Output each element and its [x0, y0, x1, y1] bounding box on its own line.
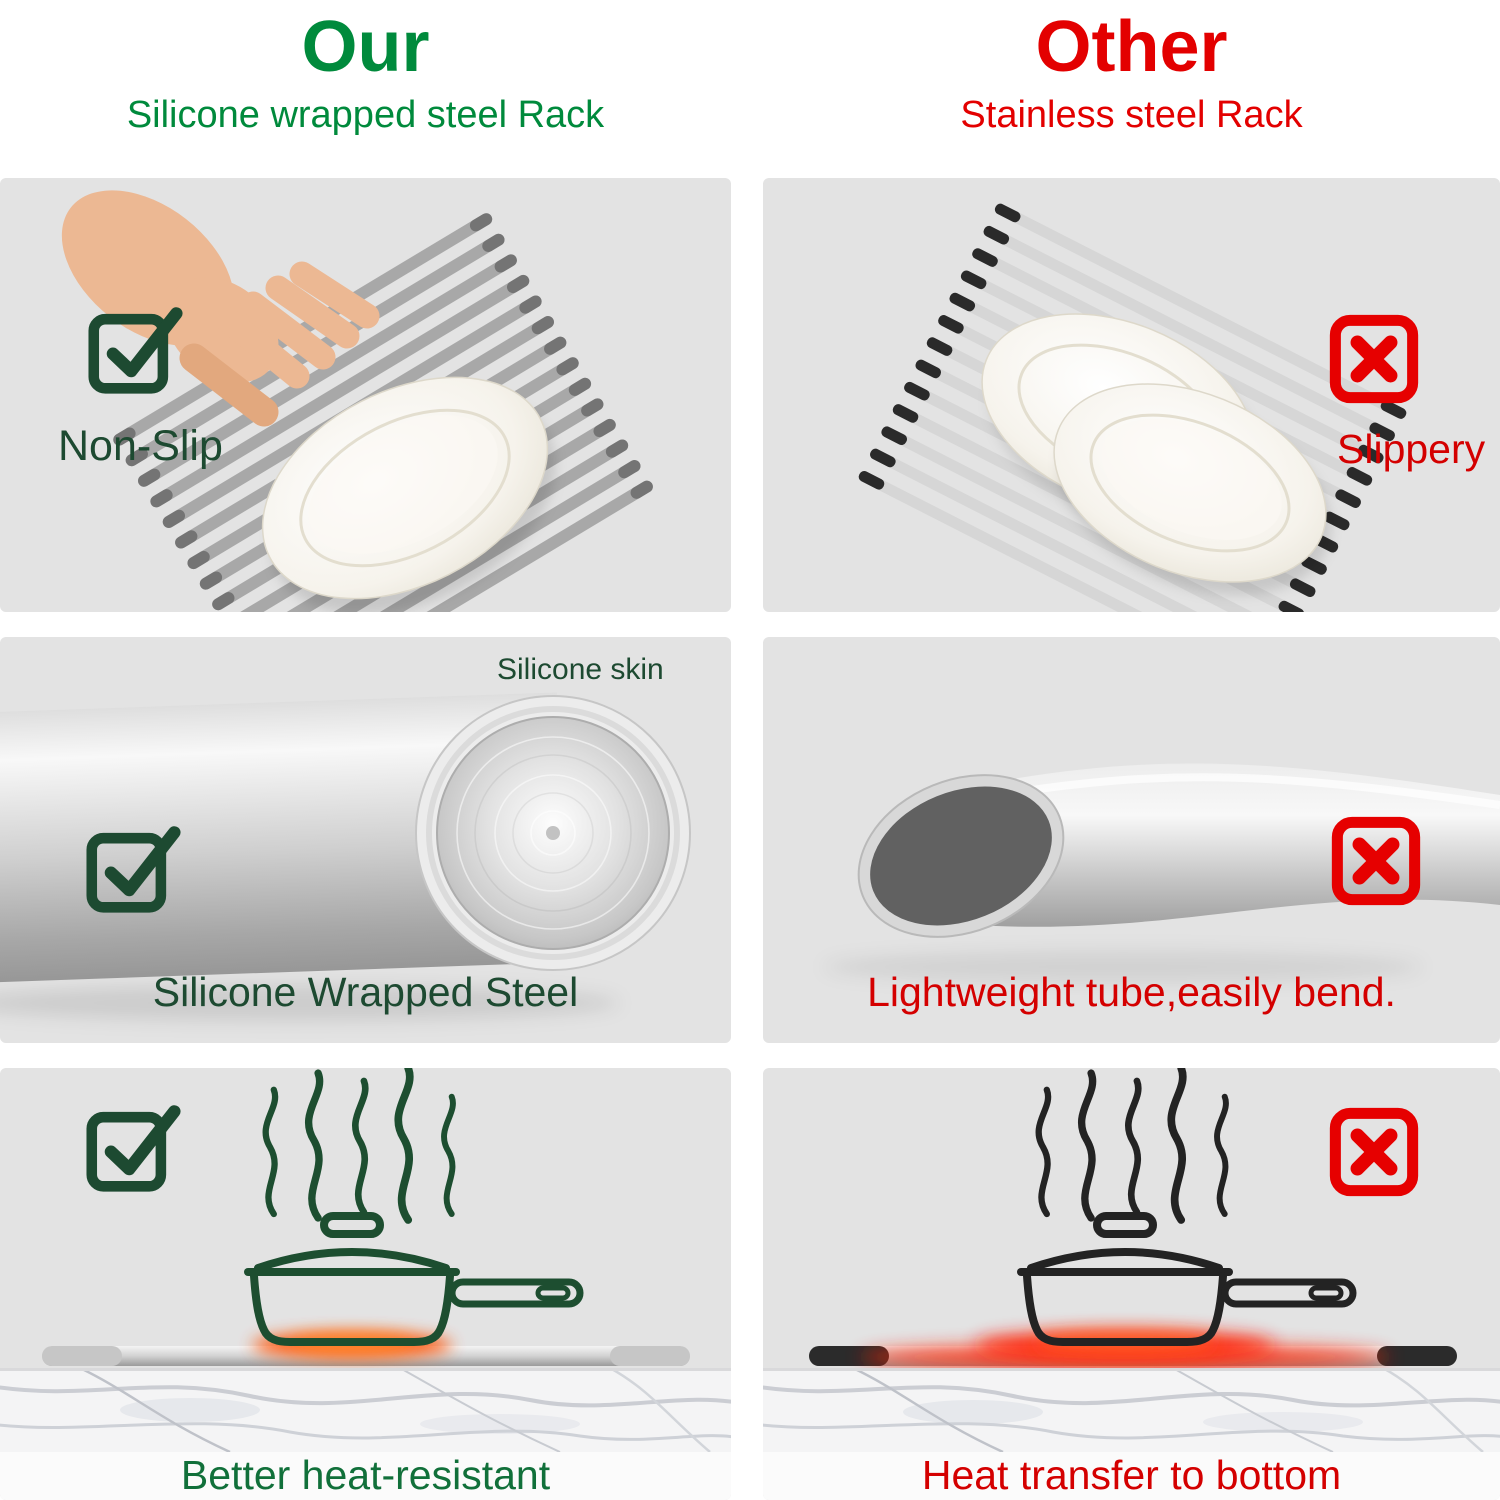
- other-title: Other: [1035, 7, 1228, 87]
- heat-resistant-illustration: [0, 1068, 731, 1500]
- tube-opening: [859, 775, 1063, 937]
- our-column-header: Our Silicone wrapped steel Rack: [0, 0, 731, 178]
- plate: [261, 376, 549, 600]
- cross-icon: [1328, 313, 1420, 405]
- marble-counter: [763, 1368, 1500, 1452]
- counter-front: [763, 1452, 1500, 1500]
- our-heat-label: Better heat-resistant: [180, 1452, 551, 1498]
- rod-cap-right: [1377, 1346, 1457, 1366]
- rod-shadow: [0, 985, 620, 1021]
- cross-icon: [1330, 815, 1422, 907]
- tube-body: [968, 763, 1500, 927]
- header-gap: [731, 0, 763, 178]
- check-icon: [88, 300, 184, 396]
- tube-highlight: [987, 773, 1500, 809]
- steam: [1039, 1068, 1226, 1220]
- panel-other-heat: Heat transfer to bottom: [763, 1068, 1500, 1500]
- rod-cap-right: [610, 1346, 690, 1366]
- panel-our-material: Silicone skin Silicone Wrapped Steel: [0, 637, 731, 1043]
- our-subtitle: Silicone wrapped steel Rack: [126, 93, 605, 136]
- other-column-header: Other Stainless steel Rack: [763, 0, 1500, 178]
- rod-cap-left: [42, 1346, 122, 1366]
- other-subtitle: Stainless steel Rack: [960, 93, 1303, 136]
- silicone-wrapped-rod-illustration: [0, 692, 691, 1021]
- our-material-label: Silicone Wrapped Steel: [152, 969, 579, 1015]
- counter-edge: [0, 1368, 731, 1371]
- check-icon: [86, 1098, 182, 1194]
- our-title: Our: [301, 7, 430, 87]
- header: Our Silicone wrapped steel Rack Other St…: [0, 0, 1500, 178]
- rod-cap-left: [809, 1346, 889, 1366]
- other-slippery-label: Slippery: [1337, 426, 1486, 472]
- marble-counter: [0, 1368, 731, 1452]
- tube-opening-rim: [857, 774, 1065, 938]
- tube-shadow: [823, 951, 1423, 983]
- counter-front: [0, 1452, 731, 1500]
- rod-cross-section: [415, 695, 691, 971]
- panel-other-slippery: Slippery: [763, 178, 1500, 612]
- plate-front: [1053, 383, 1327, 583]
- silicone-skin-annotation: Silicone skin: [497, 653, 664, 686]
- hollow-tube-illustration: [823, 763, 1500, 983]
- other-rack-with-plates-illustration: [856, 201, 1409, 612]
- hand: [61, 190, 380, 427]
- check-icon: [86, 819, 182, 915]
- panel-our-heat: Better heat-resistant: [0, 1068, 731, 1500]
- panel-our-nonslip: Non-Slip: [0, 178, 731, 612]
- our-rack-with-plate-illustration: [61, 190, 656, 612]
- other-heat-label: Heat transfer to bottom: [921, 1452, 1342, 1498]
- pan-outline: [244, 1212, 584, 1346]
- heat-transfer-illustration: [763, 1068, 1500, 1500]
- other-material-label: Lightweight tube,easily bend.: [867, 969, 1396, 1015]
- rod-body: [0, 692, 567, 985]
- comparison-grid: Non-Slip: [0, 178, 1500, 1500]
- steam: [266, 1068, 453, 1220]
- our-nonslip-label: Non-Slip: [58, 422, 223, 470]
- panel-other-material: Lightweight tube,easily bend.: [763, 637, 1500, 1043]
- pan-outline: [1017, 1212, 1357, 1346]
- counter-edge: [763, 1368, 1500, 1371]
- cross-icon: [1328, 1106, 1420, 1198]
